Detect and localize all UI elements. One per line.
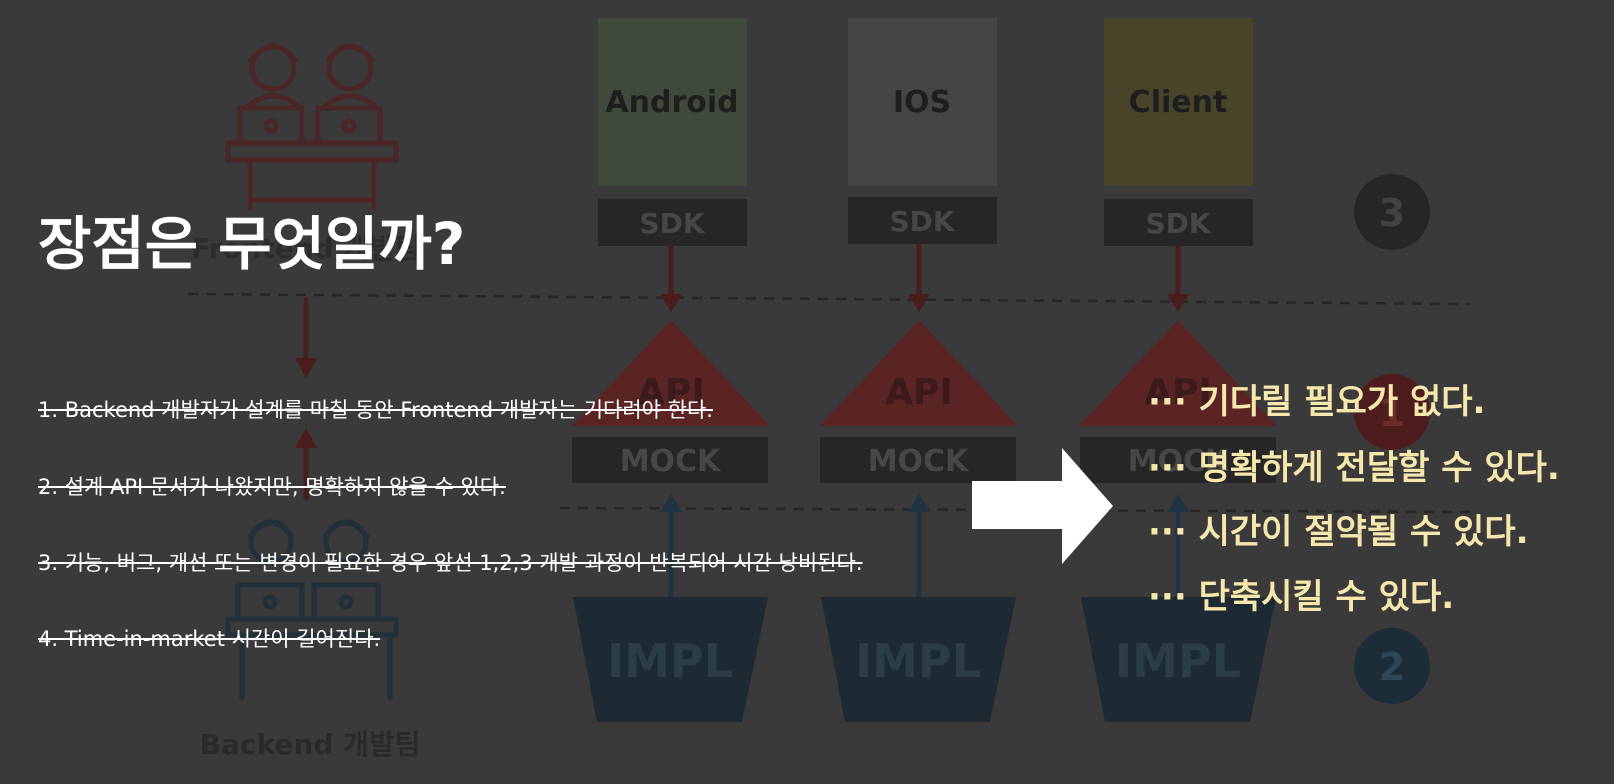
impl-label: IMPL <box>607 634 733 688</box>
platform-box <box>598 18 747 186</box>
benefit-item: ··· 명확하게 전달할 수 있다. <box>1148 448 1560 488</box>
sdk-down-arrow <box>1167 294 1189 312</box>
impl-trapezoid <box>573 597 768 722</box>
frontend-down-arrow <box>295 298 317 378</box>
api-triangle <box>1079 320 1277 426</box>
impl-label: IMPL <box>1115 634 1241 688</box>
impl-up-arrow <box>660 494 682 512</box>
platform-label: Client <box>1129 85 1228 120</box>
sdk-down-arrow <box>908 294 930 312</box>
platform-label: IOS <box>893 85 951 120</box>
sdk-down-arrow <box>660 294 682 312</box>
strike-lines <box>38 409 863 640</box>
benefit-item: ··· 시간이 절약될 수 있다. <box>1148 512 1529 552</box>
api-triangle <box>572 320 770 426</box>
benefit-list: ··· 기다릴 필요가 없다. ··· 명확하게 전달할 수 있다. ··· 시… <box>1148 382 1560 617</box>
top-dashed-divider <box>187 292 1471 306</box>
step-number: 2 <box>1379 645 1405 689</box>
backend-up-arrow <box>295 428 317 500</box>
api-label: API <box>885 372 953 413</box>
benefit-item: ··· 단축시킬 수 있다. <box>1148 577 1454 617</box>
api-label: API <box>1144 372 1212 413</box>
step-number: 3 <box>1379 191 1405 235</box>
mock-box <box>572 437 768 483</box>
mock-label: MOCK <box>1128 444 1230 479</box>
page-title: 장점은 무엇일까? <box>38 210 465 278</box>
impl-trapezoid <box>1081 597 1276 722</box>
api-triangle <box>820 320 1018 426</box>
impl-up-arrow <box>1167 494 1189 512</box>
platform-column-ios: IOS SDK API MOCK IMPL <box>820 18 1018 722</box>
sdk-label: SDK <box>889 205 955 238</box>
impl-trapezoid <box>821 597 1016 722</box>
platform-box <box>848 18 997 186</box>
step-number: 1 <box>1379 391 1405 435</box>
mock-label: MOCK <box>620 444 722 479</box>
step-circle-3: 3 <box>1354 174 1430 250</box>
impl-up-arrow <box>908 494 930 512</box>
mock-box <box>1080 437 1276 483</box>
api-label: API <box>637 372 705 413</box>
sdk-label: SDK <box>1145 207 1211 240</box>
backend-team-icon <box>225 519 399 700</box>
platform-column-client: Client SDK API MOCK IMPL <box>1079 18 1277 722</box>
sdk-box <box>1104 199 1253 246</box>
platform-label: Android <box>605 85 738 120</box>
impl-label: IMPL <box>855 634 981 688</box>
sdk-label: SDK <box>639 207 705 240</box>
frontend-team-label: Frontend 개발팀 <box>191 232 421 265</box>
backend-team-label: Backend 개발팀 <box>200 728 421 761</box>
sdk-box <box>598 199 747 246</box>
platform-column-android: Android SDK API MOCK IMPL <box>572 18 770 722</box>
benefit-item: ··· 기다릴 필요가 없다. <box>1148 382 1485 422</box>
platform-box <box>1104 18 1253 186</box>
right-arrow-icon <box>972 448 1113 564</box>
step-circle-2: 2 <box>1354 628 1430 704</box>
mock-label: MOCK <box>868 444 970 479</box>
mock-box <box>820 437 1016 483</box>
sdk-box <box>848 197 997 244</box>
step-circle-1: 1 <box>1354 374 1430 450</box>
frontend-team-icon <box>225 43 399 210</box>
